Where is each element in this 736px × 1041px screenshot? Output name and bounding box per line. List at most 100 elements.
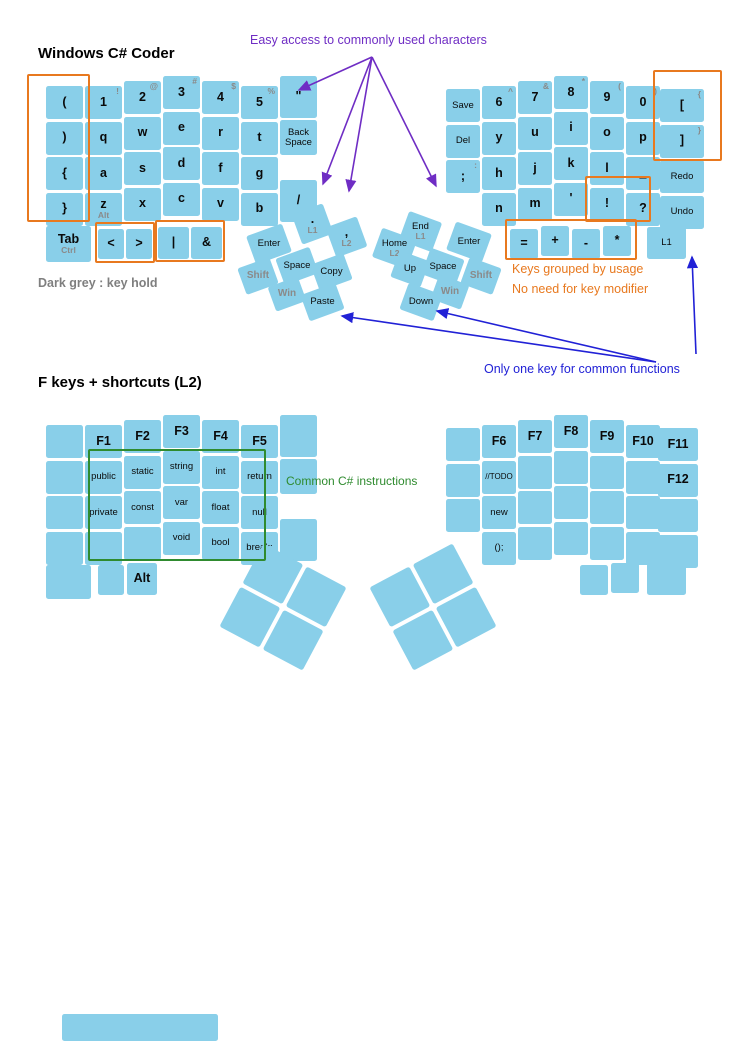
- key-blank: [280, 415, 317, 457]
- note-keys-grouped: Keys grouped by usage No need for key mo…: [512, 259, 648, 299]
- key-null: null: [241, 496, 278, 529]
- key-f12: F12: [658, 463, 698, 497]
- key-blank: [446, 463, 480, 497]
- note-key-hold: Dark grey : key hold: [38, 276, 158, 290]
- key-pipe: |: [158, 227, 189, 259]
- key-s: s: [124, 152, 161, 185]
- key-blank: [554, 486, 588, 519]
- key-blank: [98, 565, 124, 595]
- key-greater-than: >: [126, 229, 152, 259]
- key-t: t: [241, 121, 278, 155]
- key-6: 6^: [482, 86, 516, 119]
- key-blank: [46, 565, 91, 599]
- key-blank: [658, 499, 698, 532]
- key-string: string: [163, 450, 200, 484]
- key-back-space: Back Space: [280, 120, 317, 155]
- key-n: n: [482, 192, 516, 226]
- key-k: k: [554, 147, 588, 180]
- key-open-paren: (: [46, 86, 83, 119]
- key-apostrophe: ': [554, 182, 588, 216]
- note-csharp-instructions: Common C# instructions: [286, 474, 418, 488]
- key-blank: [518, 491, 552, 524]
- key-f5: F5: [241, 425, 278, 458]
- key-blank: [590, 526, 624, 560]
- key-y: y: [482, 121, 516, 155]
- key-j: j: [518, 152, 552, 185]
- key-undo: Undo: [660, 195, 704, 229]
- key-4: 4$: [202, 81, 239, 114]
- key-save: Save: [446, 89, 480, 122]
- key-return: return: [241, 460, 278, 494]
- key-blank: [124, 526, 161, 560]
- key-0: 0): [626, 86, 660, 119]
- key-f1: F1: [85, 425, 122, 458]
- key-x: x: [124, 187, 161, 221]
- key-int: int: [202, 455, 239, 489]
- key-f6: F6: [482, 425, 516, 458]
- key-blank: [554, 521, 588, 555]
- key-question: ?: [626, 192, 660, 226]
- key-blank: [446, 428, 480, 461]
- key-down: Down: [399, 282, 443, 322]
- key-l1-key: L1: [647, 227, 686, 259]
- key-close-paren: ): [46, 121, 83, 155]
- key-7: 7&: [518, 81, 552, 114]
- key-w: w: [124, 116, 161, 150]
- key-a: a: [85, 157, 122, 190]
- key-ampersand: &: [191, 227, 222, 259]
- key-close-bracket: ]}: [660, 124, 704, 158]
- key-f3: F3: [163, 415, 200, 448]
- key-asterisk: *: [603, 226, 631, 256]
- key-blank: [46, 496, 83, 529]
- key-minus: -: [572, 229, 600, 259]
- key-close-brace: }: [46, 192, 83, 226]
- key-blank: [280, 459, 317, 494]
- key-private: private: [85, 496, 122, 529]
- key-blank: [46, 531, 83, 565]
- key-blank: [554, 450, 588, 484]
- key-f11: F11: [658, 428, 698, 461]
- key-semicolon: ;:: [446, 160, 480, 193]
- key-l: l: [590, 152, 624, 185]
- key-q: q: [85, 121, 122, 155]
- key-paste: Paste: [300, 282, 345, 322]
- key-float: float: [202, 491, 239, 524]
- key-f9: F9: [590, 420, 624, 453]
- key-blank: [85, 531, 122, 565]
- key-redo: Redo: [660, 160, 704, 193]
- key-parens-semicolon: ();: [482, 531, 516, 565]
- key-blank: [446, 499, 480, 532]
- key-r: r: [202, 116, 239, 150]
- key-blank: [658, 534, 698, 568]
- key-3: 3#: [163, 76, 200, 109]
- key-static: static: [124, 455, 161, 489]
- key-equals: =: [510, 229, 538, 259]
- key-blank: [611, 563, 639, 593]
- key-f2: F2: [124, 420, 161, 453]
- key-v: v: [202, 187, 239, 221]
- key-f7: F7: [518, 420, 552, 453]
- key-del: Del: [446, 124, 480, 158]
- key-m: m: [518, 187, 552, 221]
- key-blank: [46, 425, 83, 458]
- key-f4: F4: [202, 420, 239, 453]
- key-blank: [626, 496, 660, 529]
- key-blank: [46, 460, 83, 494]
- note-keys-grouped-line2: No need for key modifier: [512, 282, 649, 296]
- key-2: 2@: [124, 81, 161, 114]
- key-todo-comment: //TODO: [482, 460, 516, 494]
- l2-thumb-cluster-left: [219, 543, 347, 671]
- key-blank: [647, 563, 686, 595]
- key-8: 8*: [554, 76, 588, 109]
- key-blank: [626, 460, 660, 494]
- key-p: p: [626, 121, 660, 155]
- main-layer-title: Windows C# Coder: [38, 45, 175, 62]
- key-blank: [590, 491, 624, 524]
- key-c: c: [163, 182, 200, 216]
- key-comma: ,L2: [325, 216, 368, 258]
- key-const: const: [124, 491, 161, 524]
- key-9: 9(: [590, 81, 624, 114]
- key-less-than: <: [98, 229, 124, 259]
